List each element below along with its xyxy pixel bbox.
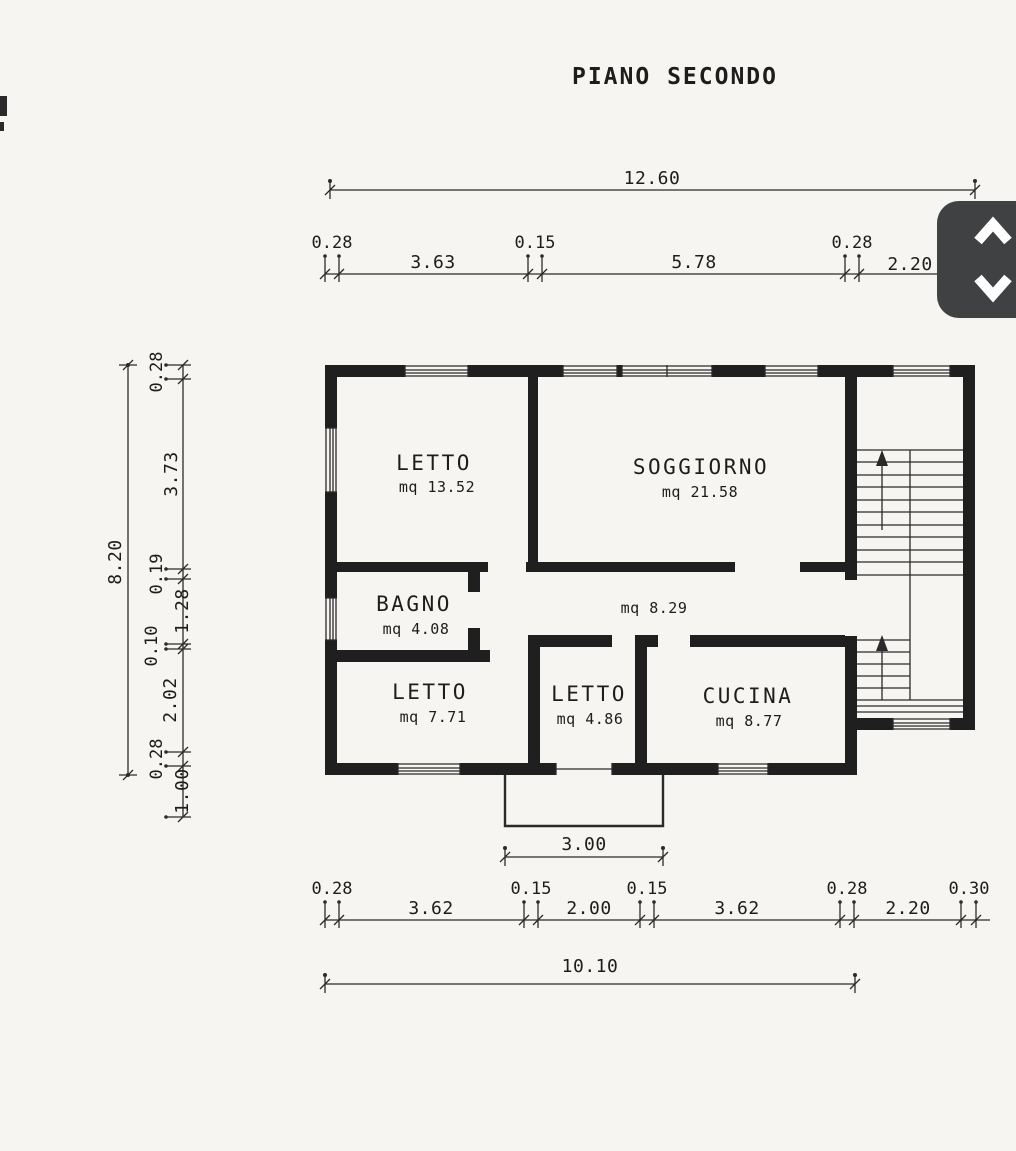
room-area: mq 4.08	[383, 620, 450, 638]
plan-title: PIANO SECONDO	[572, 64, 778, 90]
windows	[325, 365, 951, 775]
room-area: mq 8.77	[716, 712, 783, 730]
dim-bottom-seg: 0.28	[312, 879, 353, 899]
room-name: LETTO	[396, 451, 472, 475]
dimension-lines	[119, 179, 1012, 993]
room-area: mq 4.86	[557, 710, 624, 728]
room-area: mq 21.58	[662, 483, 738, 501]
dim-bottom-seg: 0.15	[511, 879, 552, 899]
room-letto-3: LETTO mq 4.86	[551, 682, 627, 728]
dim-left-seg: 2.02	[160, 677, 181, 722]
room-name: CUCINA	[703, 684, 794, 708]
dim-top-seg: 3.63	[410, 252, 455, 273]
room-cucina: CUCINA mq 8.77	[703, 684, 794, 730]
scroll-down-button[interactable]	[937, 266, 1016, 308]
room-name: BAGNO	[376, 592, 452, 616]
room-name: LETTO	[551, 682, 627, 706]
dim-left-seg: 0.28	[147, 352, 167, 393]
dim-top-seg: 0.28	[312, 233, 353, 253]
dim-left-seg: 1.00	[172, 768, 193, 813]
room-area: mq 7.71	[400, 708, 467, 726]
room-soggiorno: SOGGIORNO mq 21.58	[633, 455, 769, 501]
chevron-up-icon	[974, 216, 1012, 245]
room-name: LETTO	[392, 680, 468, 704]
dim-bottom-seg: 0.30	[949, 879, 990, 899]
scan-artifact	[0, 96, 7, 131]
dim-top-total: 12.60	[624, 168, 681, 189]
dim-left-total: 8.20	[105, 539, 126, 584]
dim-bottom-seg: 2.00	[566, 898, 611, 919]
scroll-widget	[937, 201, 1016, 318]
dim-left-seg: 0.19	[147, 554, 167, 595]
staircase	[857, 449, 963, 713]
scroll-up-button[interactable]	[937, 211, 1016, 253]
dim-bottom-seg: 3.62	[714, 898, 759, 919]
dim-balcony-width: 3.00	[561, 834, 606, 855]
dim-left-seg: 0.10	[142, 626, 162, 667]
dim-bottom-total: 10.10	[562, 956, 619, 977]
chevron-down-icon	[974, 274, 1012, 303]
room-letto-2: LETTO mq 7.71	[392, 680, 468, 726]
corridor-area-label: mq 8.29	[621, 599, 688, 617]
dim-left-seg: 0.28	[147, 739, 167, 780]
balcony-outline	[503, 775, 665, 828]
dim-bottom-seg: 0.15	[627, 879, 668, 899]
dim-bottom-seg: 0.28	[827, 879, 868, 899]
room-area: mq 13.52	[399, 478, 475, 496]
dim-top-seg: 5.78	[671, 252, 716, 273]
dim-left-seg: 1.28	[172, 588, 193, 633]
dim-bottom-seg: 2.20	[885, 898, 930, 919]
dim-top-seg: 0.28	[832, 233, 873, 253]
room-letto-1: LETTO mq 13.52	[396, 451, 475, 496]
dim-top-seg: 0.15	[515, 233, 556, 253]
dim-top-seg: 2.20	[887, 254, 932, 275]
room-name: SOGGIORNO	[633, 455, 769, 479]
dim-left-seg: 3.73	[161, 451, 182, 496]
dim-bottom-seg: 3.62	[408, 898, 453, 919]
room-bagno: BAGNO mq 4.08	[376, 592, 452, 638]
